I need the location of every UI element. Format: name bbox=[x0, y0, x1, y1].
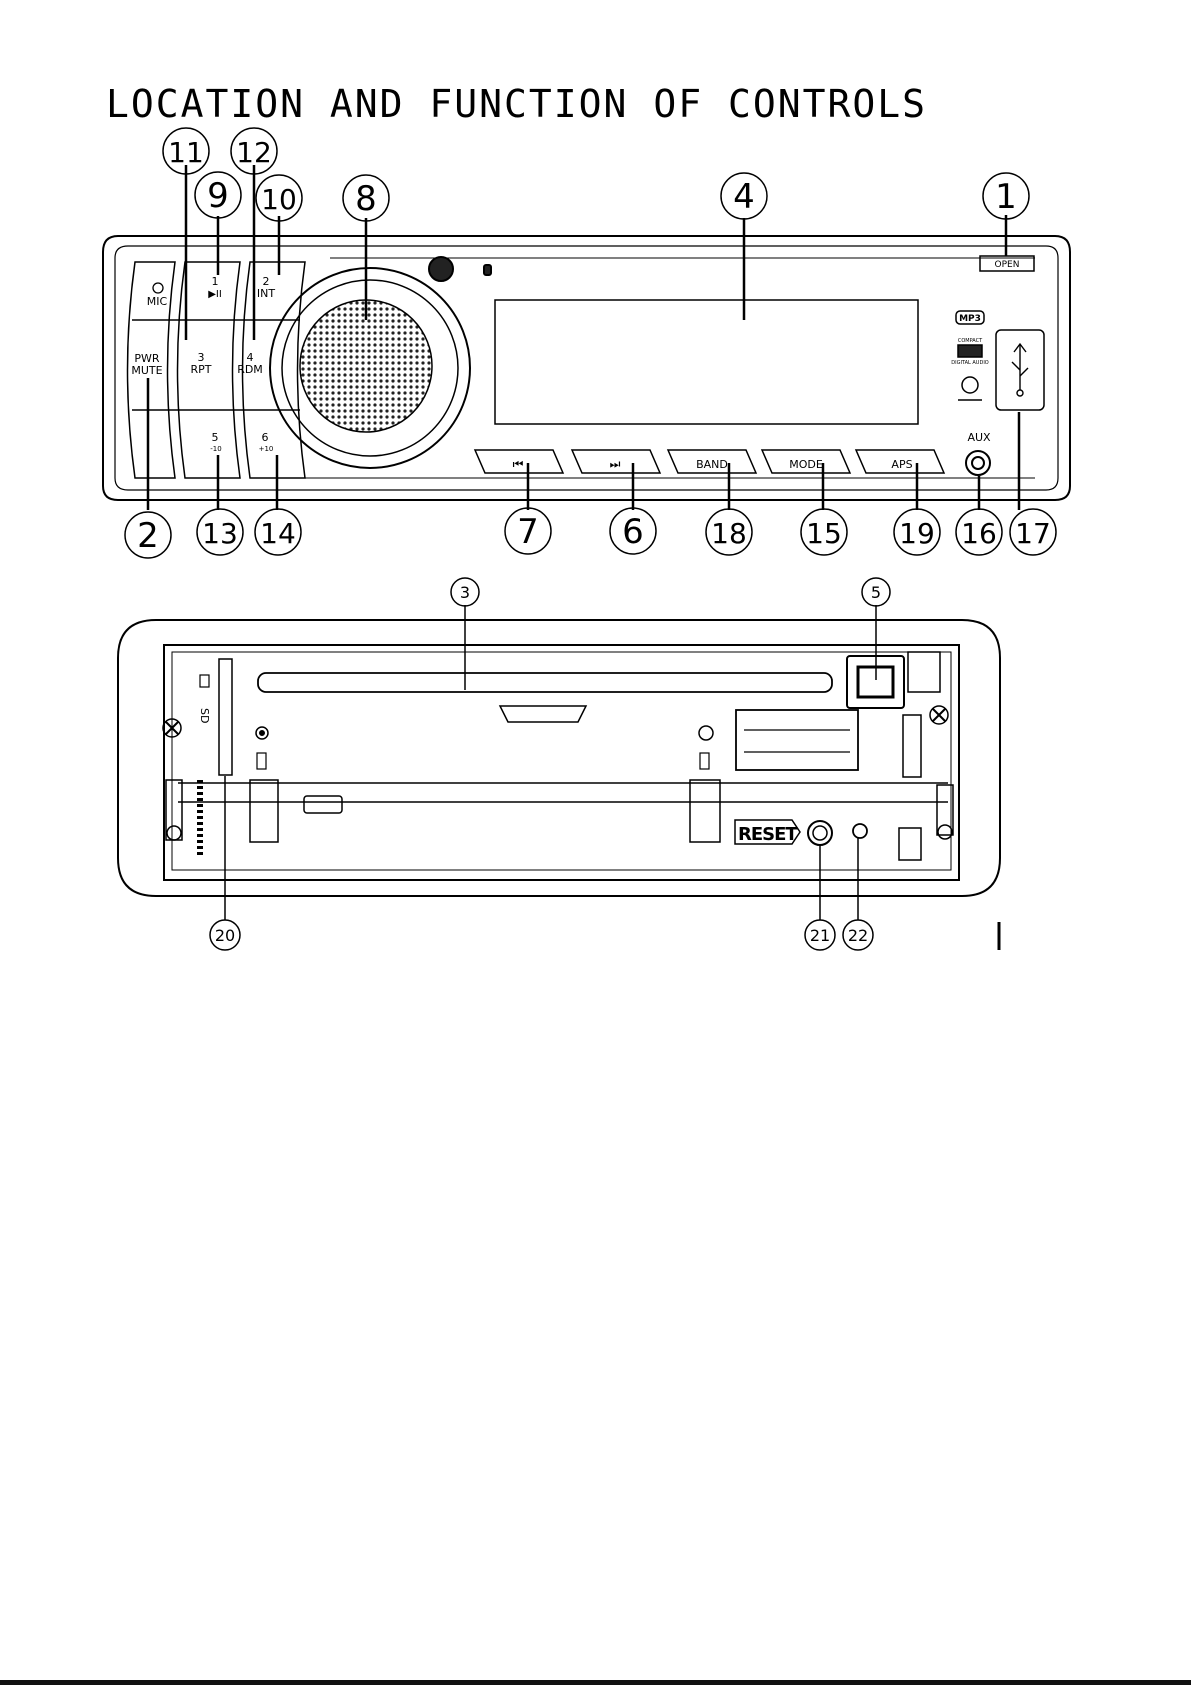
minus-10-label: -10 bbox=[210, 445, 221, 453]
aux-label: AUX bbox=[967, 431, 991, 444]
status-hole bbox=[853, 824, 867, 838]
plus-10-label: +10 bbox=[259, 445, 274, 453]
callout-3: 3 bbox=[460, 583, 470, 602]
mic-label: MIC bbox=[147, 295, 168, 308]
reset-button[interactable] bbox=[808, 821, 832, 845]
callout-17: 17 bbox=[1015, 517, 1051, 550]
disc-slot[interactable] bbox=[258, 673, 832, 692]
disc-logo-mark bbox=[958, 345, 982, 357]
chassis-labels: SD RESET bbox=[198, 708, 798, 845]
callout-1: 1 bbox=[995, 177, 1017, 217]
sd-label: SD bbox=[198, 708, 211, 723]
front-callouts: 1 2 4 6 7 8 9 10 11 12 13 14 15 16 17 18… bbox=[137, 136, 1051, 556]
mic-hole bbox=[153, 283, 163, 293]
ir-sensor bbox=[429, 257, 453, 281]
rpt-label: RPT bbox=[191, 363, 212, 376]
bottom-rule bbox=[0, 1680, 1191, 1685]
prev-track-icon: ⏮ bbox=[513, 457, 524, 471]
logo-marks bbox=[956, 311, 984, 400]
callout-21: 21 bbox=[810, 926, 830, 945]
callout-7: 7 bbox=[517, 512, 539, 552]
rear-connector bbox=[736, 710, 858, 770]
callout-11: 11 bbox=[168, 136, 204, 169]
callout-10: 10 bbox=[261, 183, 297, 216]
reset-label: RESET bbox=[738, 824, 798, 845]
callout-6: 6 bbox=[622, 512, 644, 552]
callout-20: 20 bbox=[215, 926, 235, 945]
callout-15: 15 bbox=[806, 517, 842, 550]
dolby-logo-mark bbox=[962, 377, 978, 393]
callout-4: 4 bbox=[733, 177, 755, 217]
front-leader-lines bbox=[148, 165, 1019, 510]
callout-8: 8 bbox=[355, 179, 377, 219]
band-label: BAND bbox=[696, 458, 728, 471]
chassis-callout-circles bbox=[210, 578, 890, 950]
callout-2: 2 bbox=[137, 516, 159, 556]
rdm-label: RDM bbox=[237, 363, 263, 376]
callout-22: 22 bbox=[848, 926, 868, 945]
int-label: INT bbox=[257, 287, 275, 300]
callout-9: 9 bbox=[207, 176, 229, 216]
aux-jack[interactable] bbox=[966, 451, 990, 475]
button-5-number: 5 bbox=[212, 431, 219, 444]
mode-label: MODE bbox=[789, 458, 823, 471]
chassis-outline bbox=[118, 620, 1000, 896]
callout-13: 13 bbox=[202, 517, 238, 550]
button-6-number: 6 bbox=[262, 431, 269, 444]
compact-disc-logo-bottom: DIGITAL AUDIO bbox=[951, 360, 989, 366]
play-pause-icon: ▶II bbox=[208, 289, 222, 300]
mute-label: MUTE bbox=[131, 364, 162, 377]
callout-12: 12 bbox=[236, 136, 272, 169]
callout-16: 16 bbox=[961, 517, 997, 550]
callout-5: 5 bbox=[871, 583, 881, 602]
lcd-display bbox=[495, 300, 918, 424]
compact-disc-logo-top: COMPACT bbox=[958, 338, 983, 344]
open-label: OPEN bbox=[995, 260, 1020, 270]
screw-right bbox=[930, 706, 948, 724]
status-led bbox=[484, 265, 491, 275]
mp3-logo: MP3 bbox=[959, 314, 981, 324]
chassis-callouts: 3 5 20 21 22 bbox=[215, 583, 881, 945]
front-panel-labels: MIC PWR MUTE 1 ▶II 2 INT 3 RPT 4 RDM 5 -… bbox=[131, 260, 1019, 471]
sd-card-slot[interactable] bbox=[219, 659, 232, 775]
usb-icon bbox=[1012, 344, 1028, 396]
callout-14: 14 bbox=[260, 517, 296, 550]
callout-19: 19 bbox=[899, 517, 935, 550]
button-1-number: 1 bbox=[212, 275, 219, 288]
callout-18: 18 bbox=[711, 517, 747, 550]
next-track-icon: ⏭ bbox=[610, 457, 621, 471]
aps-label: APS bbox=[891, 458, 912, 471]
chassis bbox=[118, 620, 1000, 896]
